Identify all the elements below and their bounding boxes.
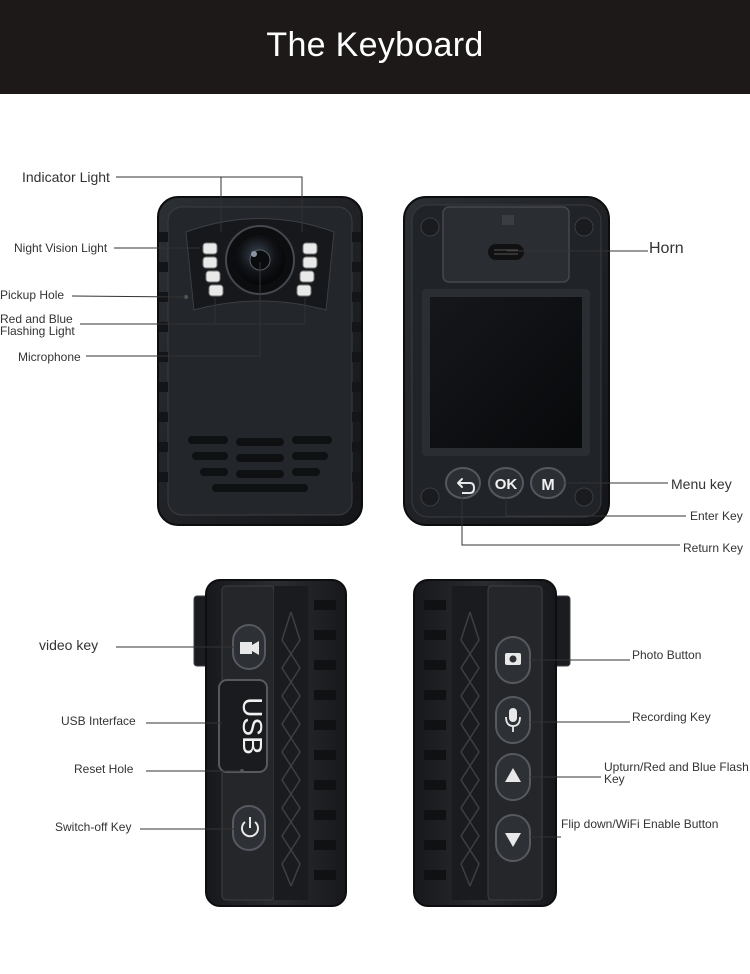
label-menu-key: Menu key (671, 476, 732, 492)
power-icon (241, 821, 259, 838)
front-leader-lines (71, 176, 306, 357)
horn-icon (488, 244, 524, 260)
video-camera-icon (240, 642, 252, 654)
camera-front-view (157, 196, 363, 526)
label-return-key: Return Key (683, 541, 744, 555)
photo-button[interactable] (495, 636, 531, 684)
page-title: The Keyboard (266, 25, 484, 64)
back-leader-lines (461, 250, 686, 546)
camera-right-side-view (413, 579, 571, 907)
label-flip-down-wifi: Flip down/WiFi Enable Button (561, 817, 719, 831)
left-side-leader-lines (116, 646, 240, 830)
upturn-button[interactable] (495, 753, 531, 801)
label-red-blue-flashing-light-line2: Flashing Light (0, 324, 75, 338)
label-horn: Horn (649, 240, 684, 257)
display-screen (430, 297, 582, 448)
triangle-down-icon (505, 833, 521, 847)
night-vision-leds (202, 242, 318, 297)
usb-port-label: USB (237, 697, 268, 755)
return-arrow-icon (457, 478, 471, 488)
label-pickup-hole: Pickup Hole (0, 288, 65, 302)
microphone-icon (509, 708, 517, 722)
label-photo-button: Photo Button (632, 648, 702, 662)
camera-left-side-view (193, 579, 347, 907)
ok-button-label: OK (495, 476, 518, 493)
label-red-blue-flashing-light-line1: Red and Blue (0, 312, 73, 326)
recording-button[interactable] (495, 696, 531, 744)
reset-hole[interactable] (240, 769, 244, 773)
label-video-key: video key (39, 637, 99, 653)
label-indicator-light: Indicator Light (22, 169, 110, 185)
label-upturn-key-line1: Upturn/Red and Blue Flash (604, 760, 749, 774)
triangle-up-icon (505, 768, 521, 782)
title-banner: The Keyboard (0, 0, 750, 94)
label-night-vision-light: Night Vision Light (14, 241, 108, 255)
label-reset-hole: Reset Hole (74, 762, 134, 776)
return-button[interactable] (445, 467, 481, 499)
switch-off-button[interactable] (232, 805, 266, 851)
label-upturn-key-line2: Key (604, 772, 625, 786)
label-enter-key: Enter Key (690, 509, 743, 523)
right-side-leader-lines (530, 659, 630, 838)
label-switch-off-key: Switch-off Key (55, 820, 132, 834)
label-usb-interface: USB Interface (61, 714, 136, 728)
flip-down-button[interactable] (495, 814, 531, 862)
camera-back-view (403, 196, 610, 526)
menu-button-label: M (541, 477, 554, 494)
label-recording-key: Recording Key (632, 710, 711, 724)
video-key-button[interactable] (232, 624, 266, 670)
label-microphone: Microphone (18, 350, 81, 364)
